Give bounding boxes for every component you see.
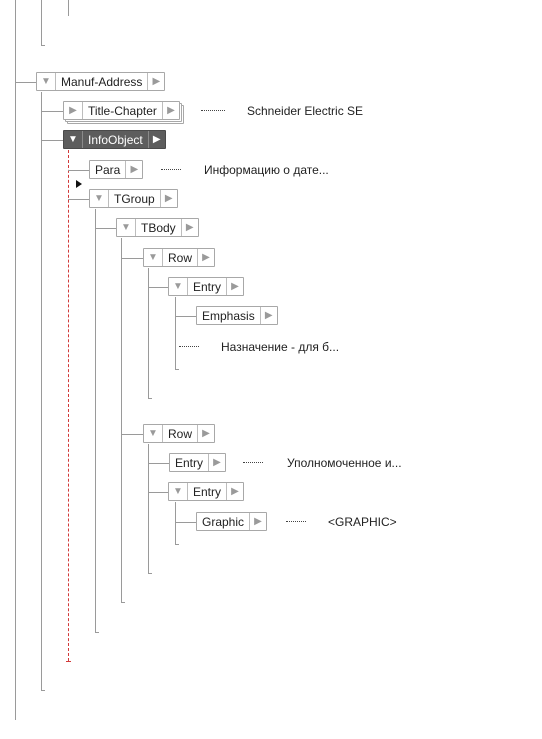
tree-connector [68,0,69,16]
text-content[interactable]: Schneider Electric SE [247,104,364,118]
tree-connector [175,522,196,523]
tree-connector [148,398,152,399]
tree-connector [95,209,96,632]
text-content[interactable]: <GRAPHIC> [328,515,397,529]
tree-connector [41,0,42,45]
tree-connector [148,573,152,574]
attributes-arrow-icon[interactable]: ▶ [161,102,179,119]
insertion-guide-end [66,661,71,662]
tree-connector [148,492,168,493]
tree-connector [41,92,42,690]
tree-connector [68,199,90,200]
tree-connector [121,434,143,435]
tree-connector [175,502,176,544]
attributes-arrow-icon[interactable]: ▶ [226,483,243,500]
tree-connector [121,602,125,603]
node-row[interactable]: ▼ Row ▶ [143,424,216,443]
tree-connector [68,170,90,171]
text-content[interactable]: Информацию о дате... [204,163,329,177]
tree-connector [95,632,99,633]
node-graphic[interactable]: Graphic ▶ [196,512,268,531]
tree-connector [15,82,37,83]
node-label: Entry [193,484,222,499]
attributes-arrow-icon[interactable]: ▶ [226,278,243,295]
node-label: Entry [175,455,204,470]
insertion-guide [68,150,69,661]
tree-connector [175,544,179,545]
tree-connector [148,463,169,464]
tree-connector [148,268,149,398]
collapsed-toggle-icon[interactable]: ▶ [64,102,83,119]
text-connector [201,110,225,112]
attributes-arrow-icon[interactable]: ▶ [159,190,177,207]
expand-toggle-icon[interactable]: ▼ [117,219,136,236]
attributes-arrow-icon[interactable]: ▶ [197,425,214,442]
attributes-arrow-icon[interactable]: ▶ [197,249,214,266]
node-info-object[interactable]: ▼ InfoObject ▶ [63,130,166,149]
node-label: Graphic [202,514,245,529]
node-label: Entry [193,279,222,294]
expand-toggle-icon[interactable]: ▼ [169,483,188,500]
text-connector [286,521,306,523]
expand-toggle-icon[interactable]: ▼ [90,190,109,207]
expand-toggle-icon[interactable]: ▼ [64,131,83,148]
tree-connector [121,258,143,259]
tree-connector [175,369,179,370]
attributes-arrow-icon[interactable]: ▶ [147,73,164,90]
text-content[interactable]: Уполномоченное и... [287,456,402,470]
attributes-arrow-icon[interactable]: ▶ [259,307,277,324]
tree-connector [41,111,64,112]
node-label: Title-Chapter [88,103,157,118]
node-row[interactable]: ▼ Row ▶ [143,248,216,267]
tree-connector [175,297,176,369]
tree-connector [175,316,196,317]
node-label: InfoObject [88,132,143,147]
node-label: Manuf-Address [61,74,143,89]
expand-toggle-icon[interactable]: ▼ [144,249,163,266]
node-entry[interactable]: ▼ Entry ▶ [168,482,245,501]
expand-toggle-icon[interactable]: ▼ [37,73,56,90]
text-connector [161,169,181,171]
tree-connector [41,45,45,46]
node-entry[interactable]: ▼ Entry ▶ [168,277,245,296]
node-emphasis[interactable]: Emphasis ▶ [196,306,278,325]
attributes-arrow-icon[interactable]: ▶ [208,454,225,471]
node-entry[interactable]: Entry ▶ [169,453,227,472]
node-label: Para [95,162,121,177]
expand-toggle-icon[interactable]: ▼ [144,425,163,442]
node-tgroup[interactable]: ▼ TGroup ▶ [89,189,178,208]
tree-connector [41,140,64,141]
text-connector [243,462,263,464]
tree-connector [148,444,149,573]
attributes-arrow-icon[interactable]: ▶ [125,161,142,178]
node-label: Emphasis [202,308,255,323]
node-title-chapter[interactable]: ▶ Title-Chapter ▶ [63,101,180,120]
node-para[interactable]: Para ▶ [89,160,144,179]
tree-connector [15,0,16,720]
text-content[interactable]: Назначение - для б... [221,340,340,354]
expand-toggle-icon[interactable]: ▼ [169,278,188,295]
tree-connector [148,287,168,288]
node-label: TBody [141,220,176,235]
node-manuf-address[interactable]: ▼ Manuf-Address ▶ [36,72,166,91]
node-label: Row [168,426,193,441]
attributes-arrow-icon[interactable]: ▶ [180,219,198,236]
node-label: Row [168,250,193,265]
node-tbody[interactable]: ▼ TBody ▶ [116,218,199,237]
attributes-arrow-icon[interactable]: ▶ [147,131,165,148]
insertion-caret-icon [76,180,82,188]
tree-connector [121,238,122,602]
tree-connector [41,690,45,691]
text-connector [179,346,199,348]
tree-connector [95,228,116,229]
node-label: TGroup [114,191,155,206]
attributes-arrow-icon[interactable]: ▶ [249,513,266,530]
